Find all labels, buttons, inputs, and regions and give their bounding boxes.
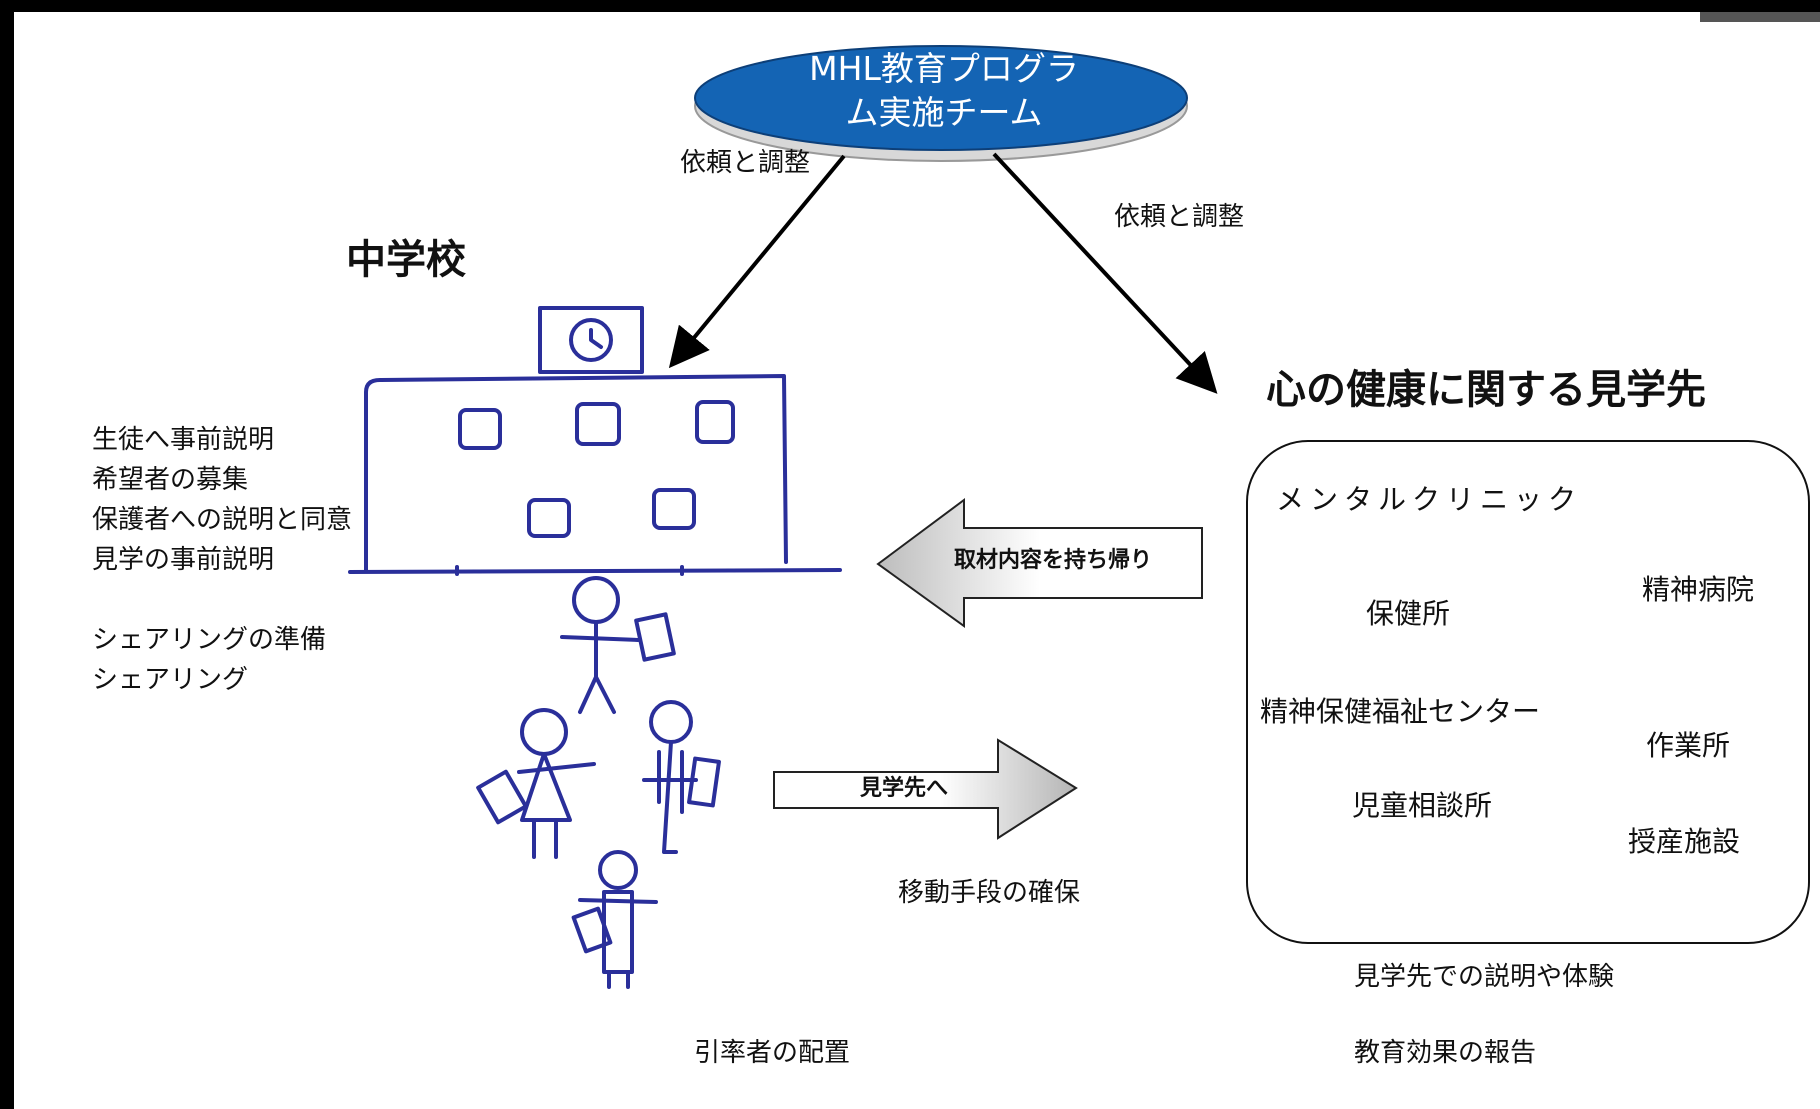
facility-item: 精神病院 bbox=[1642, 573, 1755, 606]
request-arrow-left bbox=[668, 154, 846, 369]
task-item: シェアリング bbox=[92, 665, 249, 695]
facility-item: 児童相談所 bbox=[1352, 789, 1493, 822]
return-arrow-label: 取材内容を持ち帰り bbox=[954, 548, 1153, 573]
student-figures-sketch bbox=[476, 576, 721, 989]
school-task-list: 生徒へ事前説明 希望者の募集 保護者への説明と同意 見学の事前説明 シェアリング… bbox=[92, 420, 362, 700]
facility-item: 作業所 bbox=[1646, 729, 1731, 762]
slide: MHL教育プログラ ム実施チーム 依頼と調整 依頼と調整 中学校 生徒へ事前説明… bbox=[14, 12, 1820, 1109]
return-arrow bbox=[876, 498, 1203, 628]
school-title: 中学校 bbox=[346, 237, 466, 283]
task-item: シェアリングの準備 bbox=[92, 625, 327, 655]
forward-arrow bbox=[773, 738, 1078, 840]
team-label-line1: MHL教育プログラ bbox=[809, 49, 1079, 88]
school-building-sketch bbox=[348, 306, 842, 576]
request-label-left: 依頼と調整 bbox=[680, 148, 811, 178]
facility-item: メンタルクリニック bbox=[1276, 483, 1583, 516]
explanation-label: 見学先での説明や体験 bbox=[1354, 962, 1615, 992]
window-tab bbox=[1700, 12, 1820, 22]
task-item: 生徒へ事前説明 bbox=[92, 425, 275, 455]
facility-item: 精神保健福祉センター bbox=[1260, 695, 1541, 728]
chaperone-label: 引率者の配置 bbox=[694, 1038, 851, 1068]
destination-title: 心の健康に関する見学先 bbox=[1266, 367, 1706, 413]
transport-label: 移動手段の確保 bbox=[898, 878, 1081, 908]
facility-item: 授産施設 bbox=[1628, 825, 1741, 858]
team-label-line2: ム実施チーム bbox=[845, 93, 1043, 132]
task-item: 見学の事前説明 bbox=[92, 545, 275, 575]
team-ellipse bbox=[694, 45, 1188, 162]
task-item: 保護者への説明と同意 bbox=[92, 505, 353, 535]
request-label-right: 依頼と調整 bbox=[1114, 202, 1245, 232]
diagram-graphics bbox=[348, 45, 1218, 989]
facility-box bbox=[1246, 440, 1810, 944]
forward-arrow-label: 見学先へ bbox=[860, 776, 949, 801]
report-label: 教育効果の報告 bbox=[1354, 1038, 1537, 1068]
request-arrow-right bbox=[992, 152, 1218, 394]
task-item: 希望者の募集 bbox=[92, 465, 249, 495]
facility-item: 保健所 bbox=[1366, 597, 1451, 630]
